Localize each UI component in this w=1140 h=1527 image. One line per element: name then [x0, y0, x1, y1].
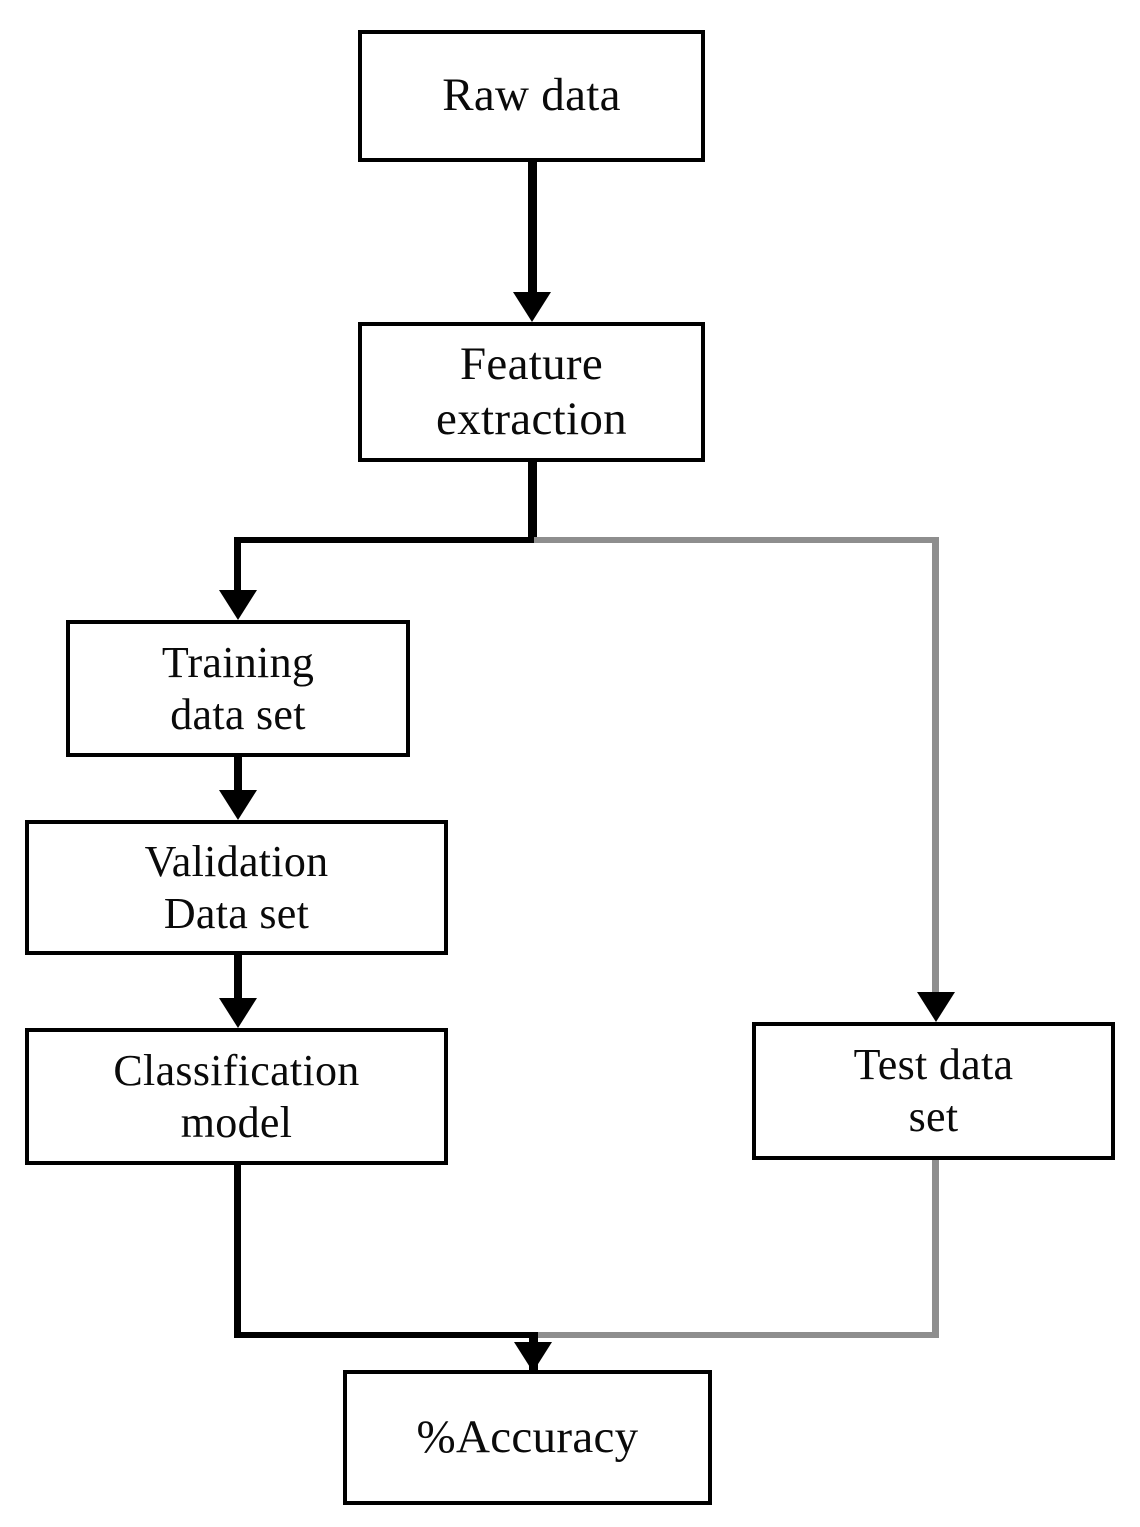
- arrowhead-accuracy: [514, 1342, 552, 1372]
- node-training-data-set[interactable]: Training data set: [66, 620, 410, 757]
- edge-bus-to-test-data-set: [932, 537, 939, 995]
- node-classification-model-line2: model: [180, 1097, 293, 1147]
- edge-classification-to-merge: [234, 1165, 241, 1338]
- node-raw-data[interactable]: Raw data: [358, 30, 705, 162]
- node-accuracy-line1: %Accuracy: [416, 1410, 639, 1463]
- node-training-data-set-line2: data set: [170, 689, 306, 739]
- node-validation-data-set-line1: Validation: [144, 836, 329, 886]
- edge-merge-bus-left: [234, 1332, 536, 1338]
- node-feature-extraction-line2: extraction: [436, 393, 627, 445]
- node-test-data-set[interactable]: Test data set: [752, 1022, 1115, 1160]
- edge-raw-data-to-feature-extraction: [528, 162, 537, 298]
- edge-test-data-set-to-merge: [932, 1160, 939, 1338]
- node-feature-extraction[interactable]: Feature extraction: [358, 322, 705, 462]
- arrowhead-test-data-set: [917, 992, 955, 1022]
- node-validation-data-set[interactable]: Validation Data set: [25, 820, 448, 955]
- arrowhead-classification-model: [219, 998, 257, 1028]
- edge-split-bus-left: [234, 537, 536, 543]
- edge-feature-extraction-stem: [528, 462, 537, 542]
- edge-bus-to-training-data-set: [234, 537, 241, 595]
- node-validation-data-set-line2: Data set: [163, 888, 310, 938]
- node-accuracy[interactable]: %Accuracy: [343, 1370, 712, 1505]
- node-raw-data-line1: Raw data: [442, 69, 621, 122]
- node-training-data-set-line1: Training: [161, 637, 315, 687]
- edge-training-to-validation: [234, 757, 242, 795]
- edge-split-bus-right: [534, 537, 939, 543]
- edge-validation-to-classification: [234, 955, 242, 1003]
- arrowhead-validation-data-set: [219, 790, 257, 820]
- arrowhead-feature-extraction: [513, 292, 551, 322]
- node-test-data-set-line1: Test data: [853, 1040, 1014, 1090]
- node-classification-model[interactable]: Classification model: [25, 1028, 448, 1165]
- node-classification-model-line1: Classification: [113, 1045, 360, 1095]
- edge-merge-bus-right: [534, 1332, 939, 1338]
- node-test-data-set-line2: set: [908, 1092, 959, 1141]
- arrowhead-training-data-set: [219, 590, 257, 620]
- node-feature-extraction-line1: Feature: [459, 337, 604, 390]
